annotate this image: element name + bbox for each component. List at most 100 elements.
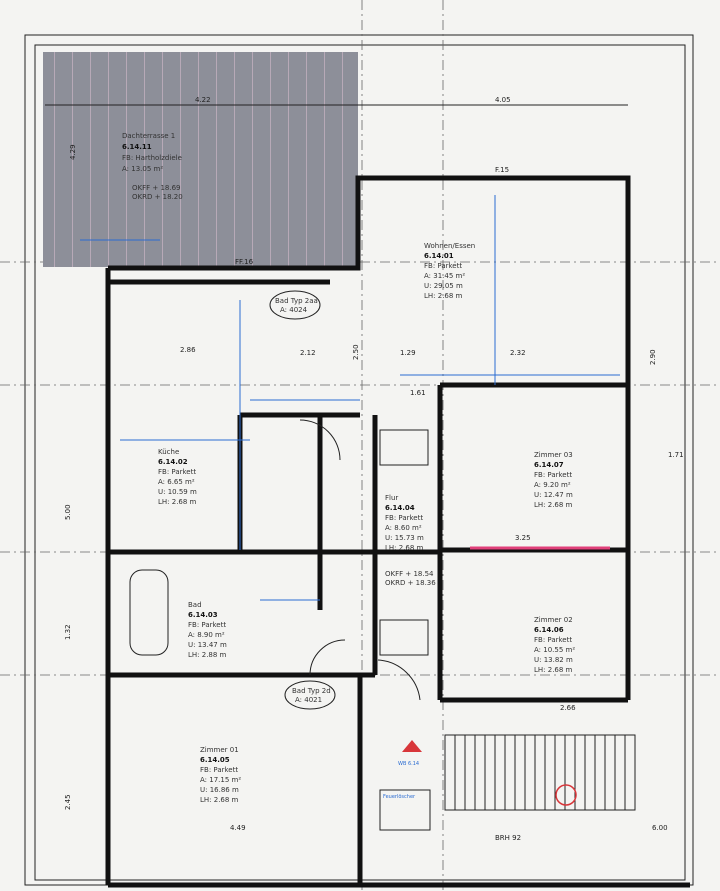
room-height: LH: 2.68 m [534, 666, 573, 674]
room-name: Wohnen/Essen [424, 242, 475, 250]
dimension: 4.05 [495, 96, 511, 104]
dimension: 5.00 [64, 504, 72, 520]
blue-annotations [80, 195, 620, 601]
room-floor: FB: Parkett [424, 262, 462, 270]
dimension: 2.90 [649, 349, 657, 365]
door-swing [309, 639, 346, 676]
room-name: Dachterrasse 1 [122, 132, 175, 140]
room-perimeter: U: 15.73 m [385, 534, 424, 542]
dimension: 3.25 [515, 534, 531, 542]
room-label-kueche: Küche 6.14.02 FB: Parkett A: 6.65 m² U: … [158, 448, 197, 506]
room-area: A: 10.55 m² [534, 646, 575, 654]
room-area: A: 9.20 m² [534, 481, 571, 489]
dimension: F.15 [495, 166, 509, 174]
room-label-zimmer03: Zimmer 03 6.14.07 FB: Parkett A: 9.20 m²… [534, 451, 573, 509]
dimension: 2.66 [560, 704, 576, 712]
room-id: 6.14.03 [188, 611, 218, 619]
bad-typ-name: Bad Typ 2d [292, 687, 331, 695]
level-okff: OKFF + 18.54 [385, 570, 434, 578]
marker-label: Feuerlöscher [383, 794, 416, 800]
bad-typ-label: Bad Typ 2aa A: 4024 Bad Typ 2d A: 4021 [269, 290, 336, 710]
room-floor: FB: Hartholzdiele [122, 154, 182, 162]
room-floor: FB: Parkett [385, 514, 423, 522]
door-swing [377, 659, 421, 701]
room-perimeter: U: 12.47 m [534, 491, 573, 499]
room-perimeter: U: 13.82 m [534, 656, 573, 664]
room-name: Flur [385, 494, 398, 502]
room-id: 6.14.02 [158, 458, 188, 466]
room-perimeter: U: 13.47 m [188, 641, 227, 649]
room-floor: FB: Parkett [188, 621, 226, 629]
bad-typ-name: Bad Typ 2aa [275, 297, 318, 305]
room-id: 6.14.01 [424, 252, 454, 260]
room-name: Zimmer 02 [534, 616, 573, 624]
room-id: 6.14.07 [534, 461, 564, 469]
dimension: 6.00 [652, 824, 668, 832]
room-id: 6.14.05 [200, 756, 230, 764]
room-area: A: 8.60 m² [385, 524, 422, 532]
door-swing [299, 419, 341, 461]
dimension: 4.29 [69, 144, 77, 160]
dimension-labels: 4.22 4.05 2.86 2.12 1.29 2.32 5.00 3.25 … [45, 96, 684, 832]
dimension: 2.50 [352, 344, 360, 360]
room-name: Küche [158, 448, 179, 456]
dimension: FF.16 [235, 258, 254, 266]
room-label-dachterrasse: Dachterrasse 1 6.14.11 FB: Hartholzdiele… [122, 132, 183, 201]
dimension: 2.86 [180, 346, 196, 354]
bad-typ-area: A: 4021 [295, 696, 322, 704]
room-id: 6.14.04 [385, 504, 415, 512]
dimension: 1.71 [668, 451, 684, 459]
shaft [379, 619, 429, 656]
room-label-wohnen: Wohnen/Essen 6.14.01 FB: Parkett A: 31.4… [424, 242, 475, 300]
room-name: Bad [188, 601, 202, 609]
room-area: A: 8.90 m² [188, 631, 225, 639]
level-okff: OKFF + 18.69 [132, 184, 181, 192]
marker-label: BRH 92 [495, 834, 521, 842]
room-height: LH: 2.68 m [158, 498, 197, 506]
dimension: 1.32 [64, 624, 72, 640]
room-area: A: 13.05 m² [122, 165, 163, 173]
room-floor: FB: Parkett [534, 471, 572, 479]
room-name: Zimmer 03 [534, 451, 573, 459]
dimension: 1.61 [410, 389, 426, 397]
room-id: 6.14.06 [534, 626, 564, 634]
warning-triangle-icon [402, 740, 422, 752]
room-area: A: 17.15 m² [200, 776, 241, 784]
room-id: 6.14.11 [122, 143, 152, 151]
room-floor: FB: Parkett [200, 766, 238, 774]
staircase [444, 734, 636, 811]
room-label-zimmer01: Zimmer 01 6.14.05 FB: Parkett A: 17.15 m… [200, 746, 241, 804]
room-name: Zimmer 01 [200, 746, 239, 754]
room-perimeter: U: 16.86 m [200, 786, 239, 794]
dimension: 2.45 [64, 794, 72, 810]
room-area: A: 31.45 m² [424, 272, 465, 280]
room-floor: FB: Parkett [534, 636, 572, 644]
dimension: 4.49 [230, 824, 246, 832]
dimension: 2.32 [510, 349, 526, 357]
room-label-flur: Flur 6.14.04 FB: Parkett A: 8.60 m² U: 1… [385, 494, 436, 587]
room-floor: FB: Parkett [158, 468, 196, 476]
marker-label: WB 6.14 [398, 761, 419, 767]
shaft [379, 429, 429, 466]
room-height: LH: 2.68 m [424, 292, 463, 300]
bathtub [129, 569, 169, 656]
room-height: LH: 2.68 m [534, 501, 573, 509]
markers: WB 6.14 BRH 92 Feuerlöscher [379, 761, 521, 842]
dimension: 1.29 [400, 349, 416, 357]
room-height: LH: 2.68 m [385, 544, 424, 552]
roof-terrace [43, 52, 358, 267]
level-okrd: OKRD + 18.36 [385, 579, 436, 587]
room-label-zimmer02: Zimmer 02 6.14.06 FB: Parkett A: 10.55 m… [534, 616, 575, 674]
room-height: LH: 2.88 m [188, 651, 227, 659]
bad-typ-area: A: 4024 [280, 306, 308, 314]
level-okrd: OKRD + 18.20 [132, 193, 183, 201]
room-label-bad: Bad 6.14.03 FB: Parkett A: 8.90 m² U: 13… [188, 601, 227, 659]
room-perimeter: U: 29.05 m [424, 282, 463, 290]
room-height: LH: 2.68 m [200, 796, 239, 804]
room-perimeter: U: 10.59 m [158, 488, 197, 496]
marker-circle-icon [555, 784, 577, 806]
walls [105, 175, 690, 888]
dimension: 2.12 [300, 349, 316, 357]
dimension: 4.22 [195, 96, 211, 104]
